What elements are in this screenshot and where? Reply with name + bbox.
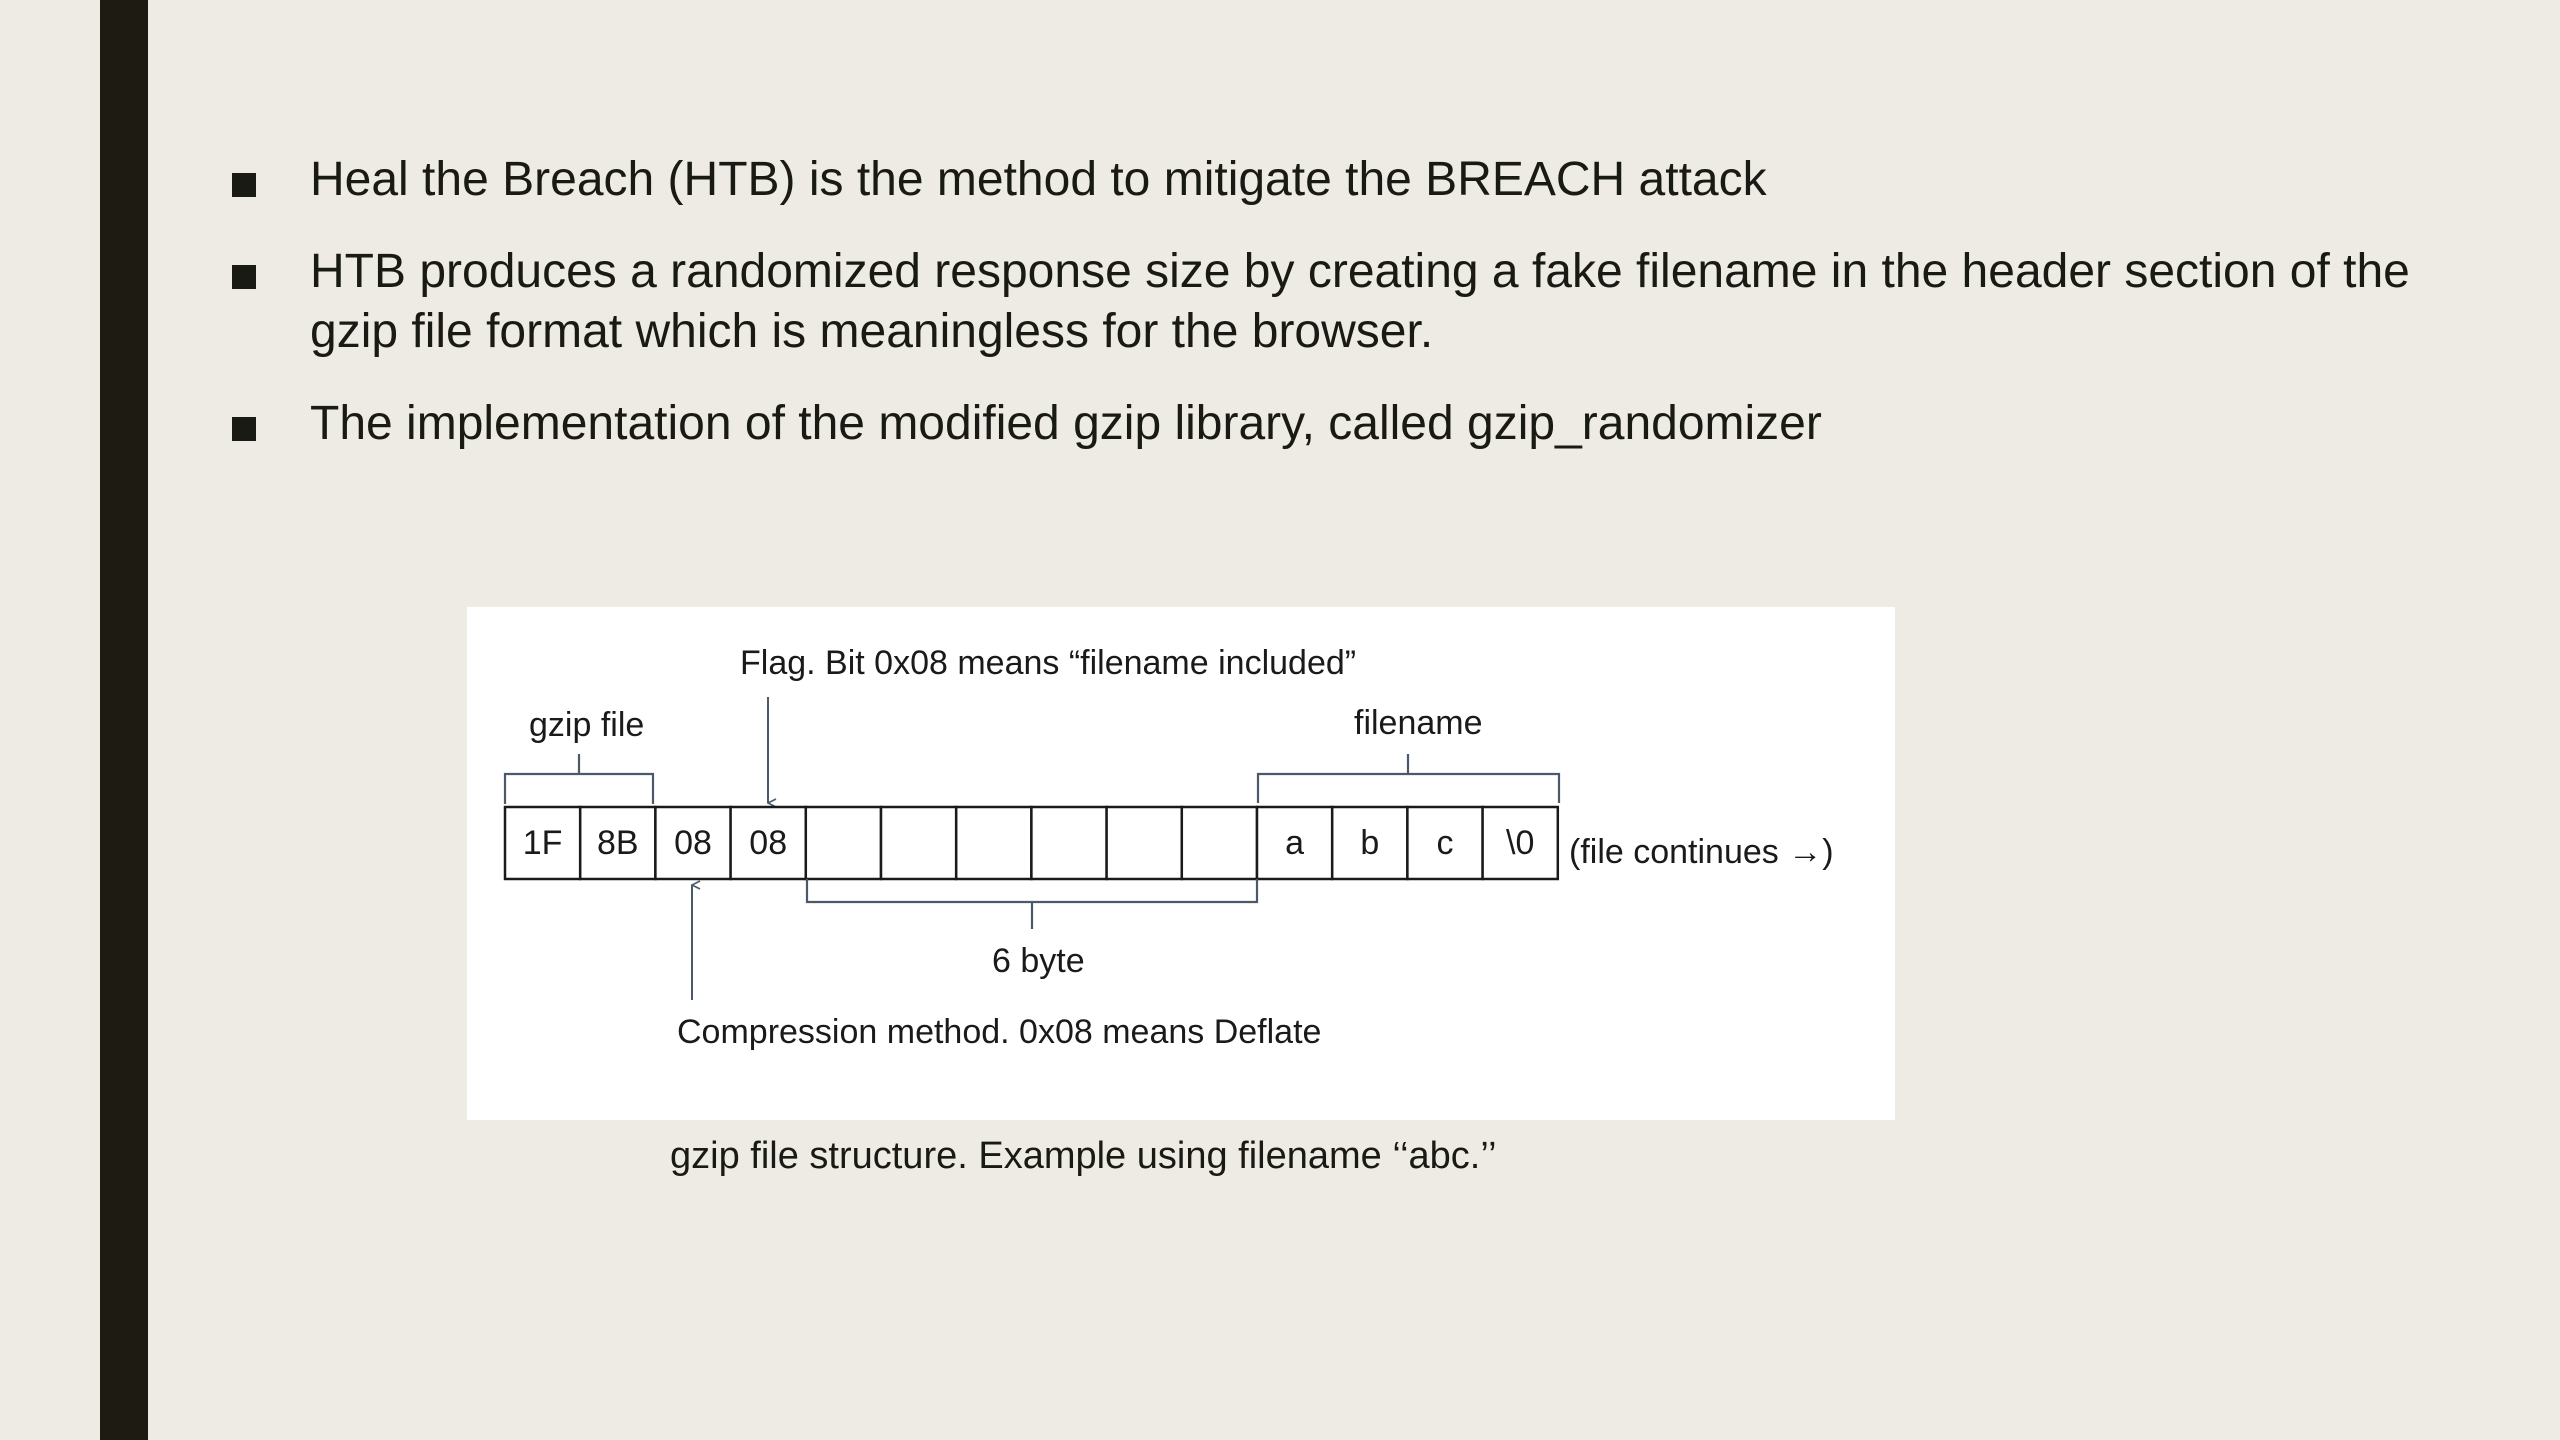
- byte-cell: [804, 805, 883, 881]
- byte-cell-value: a: [1285, 824, 1304, 862]
- byte-cell-value: c: [1437, 824, 1454, 862]
- byte-cell: a: [1255, 805, 1334, 881]
- figure-caption: gzip file structure. Example using filen…: [670, 1135, 1497, 1177]
- byte-cell-value: \0: [1506, 824, 1534, 862]
- file-continues-label: (file continues →): [1569, 833, 1834, 871]
- byte-cell-value: b: [1360, 824, 1379, 862]
- square-bullet-icon: [232, 265, 256, 289]
- byte-cell: 1F: [503, 805, 582, 881]
- bullet-item-htb-method: HTB produces a randomized response size …: [228, 242, 2428, 362]
- flag-label: Flag. Bit 0x08 means “filename included”: [740, 644, 1356, 682]
- byte-cell-value: 1F: [523, 824, 563, 862]
- bullet-list: Heal the Breach (HTB) is the method to m…: [228, 150, 2428, 486]
- byte-cell-value: 8B: [597, 824, 639, 862]
- byte-cell-box: [804, 805, 883, 881]
- byte-row: 1F 8B 08 08 a b c \0: [503, 805, 1560, 881]
- byte-cell: [1105, 805, 1184, 881]
- byte-cell-box: [1481, 805, 1560, 881]
- byte-cell-box: [654, 805, 732, 881]
- square-bullet-icon: [232, 173, 256, 197]
- gzip-file-label: gzip file: [529, 706, 644, 744]
- gzip-file-brace: [503, 754, 655, 804]
- byte-cell: c: [1406, 805, 1484, 881]
- bullet-text: HTB produces a randomized response size …: [310, 245, 2410, 358]
- filename-brace: [1256, 754, 1561, 803]
- byte-cell-box: [578, 805, 657, 881]
- byte-cell: [1180, 805, 1259, 881]
- byte-cell: 08: [729, 805, 808, 881]
- six-byte-label: 6 byte: [992, 942, 1085, 980]
- square-bullet-icon: [232, 417, 256, 441]
- byte-cell-box: [1180, 805, 1259, 881]
- byte-cell: [1030, 805, 1108, 881]
- byte-cell-box: [954, 805, 1033, 881]
- bullet-item-implementation: The implementation of the modified gzip …: [228, 394, 2428, 454]
- bullet-text: Heal the Breach (HTB) is the method to m…: [310, 153, 1767, 206]
- byte-cell: 08: [654, 805, 732, 881]
- byte-cell-box: [1030, 805, 1108, 881]
- byte-cell-value: 08: [674, 824, 712, 862]
- byte-cell-box: [1105, 805, 1184, 881]
- bullet-item-htb-intro: Heal the Breach (HTB) is the method to m…: [228, 150, 2428, 210]
- byte-cell: b: [1330, 805, 1409, 881]
- byte-cell: 8B: [578, 805, 657, 881]
- bullet-text: The implementation of the modified gzip …: [310, 397, 1822, 450]
- gzip-structure-diagram: Flag. Bit 0x08 means “filename included”…: [503, 644, 1834, 1051]
- byte-cell-box: [879, 805, 958, 881]
- byte-cell-value: 08: [749, 824, 787, 862]
- compression-label: Compression method. 0x08 means Deflate: [677, 1013, 1321, 1051]
- byte-cell: [954, 805, 1033, 881]
- slide-side-bar: [100, 0, 148, 1440]
- filename-label: filename: [1354, 704, 1483, 742]
- six-byte-brace: [805, 879, 1259, 929]
- gzip-structure-figure: Flag. Bit 0x08 means “filename included”…: [467, 607, 1895, 1120]
- byte-cell: \0: [1481, 805, 1560, 881]
- byte-cell: [879, 805, 958, 881]
